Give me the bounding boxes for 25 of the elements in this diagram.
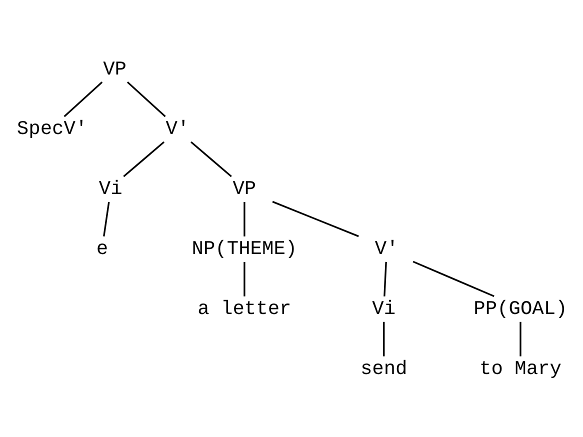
- node-text: to Mary: [480, 358, 562, 380]
- connector: [123, 140, 165, 177]
- connector: [384, 261, 387, 296]
- connector: [190, 140, 232, 177]
- connector: [520, 321, 522, 356]
- connector: [412, 260, 494, 297]
- connector: [103, 201, 110, 236]
- node-text: PP(GOAL): [474, 298, 568, 320]
- node-text: e: [96, 238, 108, 260]
- node-text: V': [166, 118, 190, 140]
- connector: [244, 261, 246, 296]
- node-text: a letter: [198, 298, 292, 320]
- connector: [64, 80, 103, 117]
- connector: [244, 202, 246, 236]
- node-text: NP(THEME): [192, 238, 298, 260]
- node-text: VP: [103, 58, 126, 80]
- node-text: VP: [232, 178, 256, 200]
- node-text: send: [360, 358, 408, 380]
- connector: [272, 200, 359, 237]
- connector: [383, 321, 385, 356]
- node-text: SpecV': [16, 118, 88, 140]
- connector: [126, 80, 166, 117]
- node-text: V': [374, 238, 398, 260]
- node-text: Vi: [372, 298, 396, 320]
- node-text: Vi: [98, 178, 122, 200]
